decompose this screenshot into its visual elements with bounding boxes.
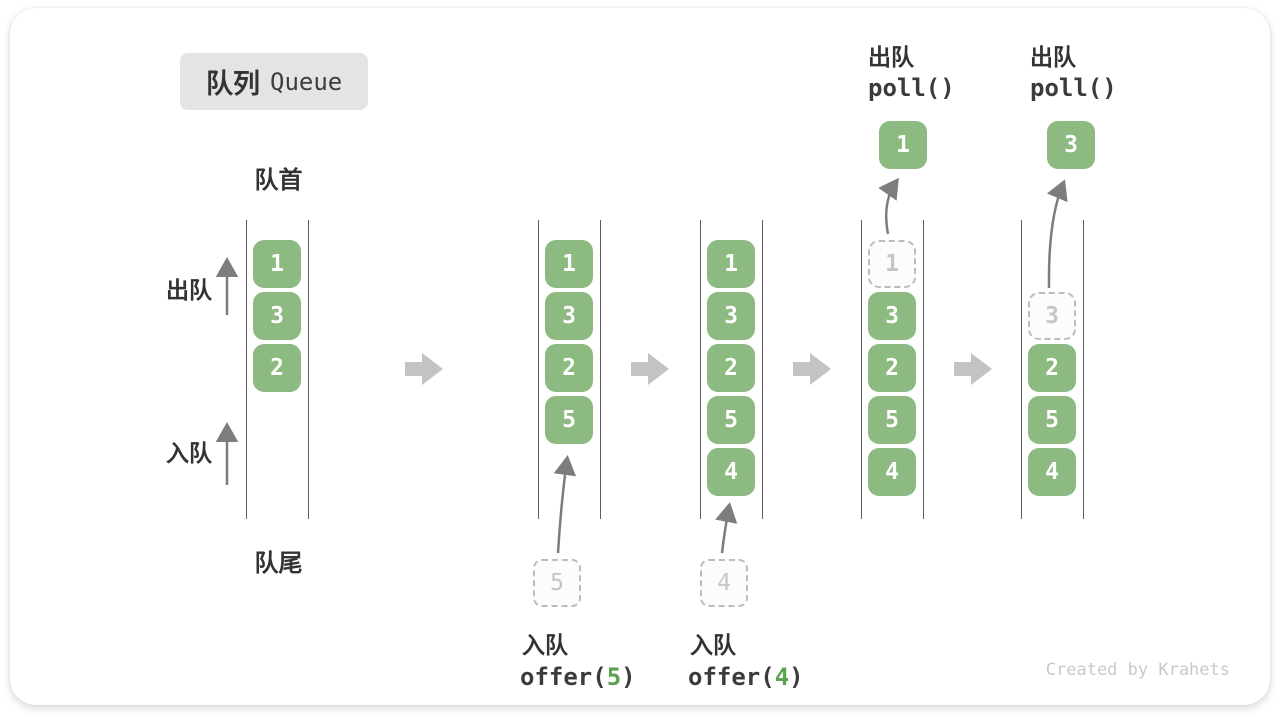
poll1-code: poll() <box>868 74 955 102</box>
offer1-code-suffix: ) <box>621 663 636 691</box>
queue-item-ghost: 3 <box>1028 292 1076 340</box>
queue-item: 2 <box>253 344 301 392</box>
poll2-dequeue-label: 出队 <box>1030 44 1076 70</box>
queue-item: 5 <box>868 396 916 444</box>
queue-item: 3 <box>868 292 916 340</box>
offer2-enqueue-label: 入队 <box>690 632 736 658</box>
offer2-code: offer(4) <box>688 663 804 691</box>
queue-rear-label: 队尾 <box>254 550 303 577</box>
diagram-title: 队列 Queue <box>180 53 369 110</box>
arrows-overlay <box>215 177 1068 554</box>
poll2-code: poll() <box>1030 74 1117 102</box>
transition-arrow-3 <box>793 353 831 385</box>
queue-item: 4 <box>1028 448 1076 496</box>
poll2-result-box: 3 <box>1047 121 1095 169</box>
transition-arrow-1 <box>405 353 443 385</box>
transition-arrow-4 <box>954 353 992 385</box>
title-zh: 队列 <box>206 69 260 99</box>
queue-item-ghost: 1 <box>868 240 916 288</box>
queue-column-4: 1 3 2 5 4 <box>861 220 924 519</box>
queue-item: 5 <box>707 396 755 444</box>
queue-item: 2 <box>868 344 916 392</box>
queue-item: 5 <box>545 396 593 444</box>
queue-item: 4 <box>707 448 755 496</box>
queue-item: 2 <box>545 344 593 392</box>
offer2-pending-box: 4 <box>700 559 748 607</box>
queue-item: 3 <box>707 292 755 340</box>
offer1-pending-box: 5 <box>533 559 581 607</box>
title-en: Queue <box>270 67 343 96</box>
watermark: Created by Krahets <box>1045 660 1230 680</box>
diagram-card: 队列 Queue 队首 队尾 出队 入队 1 3 2 1 3 2 5 1 3 2… <box>10 8 1270 705</box>
poll1-result-box: 1 <box>879 121 927 169</box>
queue-item: 4 <box>868 448 916 496</box>
queue-item: 3 <box>253 292 301 340</box>
transition-arrow-2 <box>631 353 669 385</box>
queue-front-label: 队首 <box>254 167 303 194</box>
offer1-code-arg: 5 <box>606 663 622 691</box>
queue-item: 3 <box>545 292 593 340</box>
queue-item: 2 <box>1028 344 1076 392</box>
queue-column-3: 1 3 2 5 4 <box>700 220 763 519</box>
queue-item: 1 <box>253 240 301 288</box>
queue-column-2: 1 3 2 5 <box>538 220 601 519</box>
poll1-dequeue-label: 出队 <box>868 44 914 70</box>
offer2-code-prefix: offer( <box>688 663 775 691</box>
offer1-enqueue-label: 入队 <box>522 632 568 658</box>
queue-item: 1 <box>707 240 755 288</box>
queue-item: 2 <box>707 344 755 392</box>
enqueue-label: 入队 <box>166 440 212 466</box>
offer1-code: offer(5) <box>520 663 636 691</box>
queue-item: 1 <box>545 240 593 288</box>
queue-item: 5 <box>1028 396 1076 444</box>
queue-column-5: 3 2 5 4 <box>1021 220 1084 519</box>
offer1-code-prefix: offer( <box>520 663 607 691</box>
queue-column-1: 1 3 2 <box>246 220 309 519</box>
offer2-code-suffix: ) <box>789 663 804 691</box>
offer2-code-arg: 4 <box>774 663 790 691</box>
dequeue-label: 出队 <box>166 277 212 303</box>
